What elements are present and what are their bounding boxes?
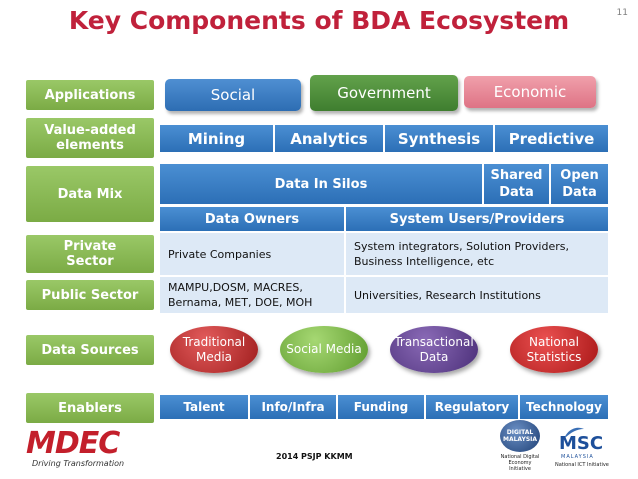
value-mining: Mining <box>160 125 273 152</box>
enabler-info-infra: Info/Infra <box>250 395 336 419</box>
table-cell-private-users: System integrators, Solution Providers, … <box>346 233 608 275</box>
footer-text: 2014 PSJP KKMM <box>276 452 353 461</box>
enabler-regulatory: Regulatory <box>426 395 518 419</box>
row-label-value-added: Value-added elements <box>26 118 154 158</box>
row-label-data-mix: Data Mix <box>26 166 154 222</box>
enabler-talent: Talent <box>160 395 248 419</box>
value-analytics: Analytics <box>275 125 383 152</box>
row-label-applications: Applications <box>26 80 154 110</box>
source-transactional-data: Transactional Data <box>390 326 478 373</box>
source-national-statistics: National Statistics <box>510 326 598 373</box>
slide-number: 11 <box>616 8 628 18</box>
table-cell-public-users: Universities, Research Institutions <box>346 277 608 313</box>
row-label-public-sector: Public Sector <box>26 280 154 310</box>
shared-data: Shared Data <box>484 164 549 204</box>
enabler-technology: Technology <box>520 395 608 419</box>
table-cell-public-owners: MAMPU,DOSM, MACRES, Bernama, MET, DOE, M… <box>160 277 344 313</box>
table-cell-private-owners: Private Companies <box>160 233 344 275</box>
row-label-enablers: Enablers <box>26 393 154 423</box>
app-government: Government <box>310 75 458 111</box>
app-economic: Economic <box>464 76 596 108</box>
open-data: Open Data <box>551 164 608 204</box>
mdec-tagline: Driving Transformation <box>32 459 125 468</box>
data-in-silos: Data In Silos <box>160 164 482 204</box>
source-traditional-media: Traditional Media <box>170 326 258 373</box>
source-social-media: Social Media <box>280 326 368 373</box>
msc-logo: MSC MALAYSIA National ICT Initiative <box>555 426 615 474</box>
row-label-private-sector: Private Sector <box>26 235 154 273</box>
value-predictive: Predictive <box>495 125 608 152</box>
enabler-funding: Funding <box>338 395 424 419</box>
msc-caption: National ICT Initiative <box>555 462 609 468</box>
mdec-wordmark: MDEC <box>26 426 120 461</box>
row-label-data-sources: Data Sources <box>26 335 154 365</box>
msc-wordmark: MSC <box>559 433 604 454</box>
msc-swoosh-icon <box>564 427 584 439</box>
app-social: Social <box>165 79 301 111</box>
slide-title: Key Components of BDA Ecosystem <box>68 6 570 35</box>
value-synthesis: Synthesis <box>385 125 493 152</box>
digital-malaysia-caption: National Digital Economy Initiative <box>500 454 540 472</box>
digital-malaysia-logo: DIGITAL MALAYSIA National Digital Econom… <box>497 420 543 476</box>
table-header-data-owners: Data Owners <box>160 207 344 231</box>
mdec-logo: MDEC Driving Transformation <box>26 428 146 470</box>
msc-subtext: MALAYSIA <box>561 454 594 460</box>
digital-malaysia-emblem: DIGITAL MALAYSIA <box>500 420 540 452</box>
table-header-system-users: System Users/Providers <box>346 207 608 231</box>
